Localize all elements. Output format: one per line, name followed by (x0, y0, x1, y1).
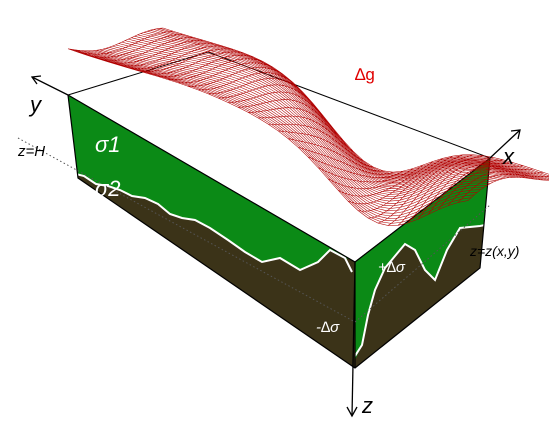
delta-g-label: ∆g (355, 65, 375, 84)
plus-delta-sigma-label: +∆σ (378, 259, 406, 276)
axes (30, 75, 521, 418)
gravity-mesh-lines (67, 27, 549, 226)
minus-delta-sigma-label: -∆σ (316, 319, 340, 336)
surface-function-label: z=z(x,y) (469, 243, 519, 259)
z-axis-label: z (361, 393, 373, 418)
x-axis-label: x (502, 144, 515, 169)
gravity-anomaly-surface (67, 27, 549, 226)
y-axis (31, 76, 69, 96)
interface-line-left (71, 172, 353, 273)
z-axis (351, 261, 356, 417)
sigma2-label: σ2 (95, 176, 121, 201)
z-axis-arrowhead (346, 406, 358, 418)
x-axis (489, 129, 521, 159)
y-axis-label: y (28, 92, 43, 117)
interface-line-right (355, 223, 490, 357)
x-axis-arrowhead (510, 129, 521, 140)
sigma1-label: σ1 (95, 132, 121, 157)
depth-h-label: z=H (17, 143, 45, 160)
y-axis-arrowhead (30, 75, 42, 85)
